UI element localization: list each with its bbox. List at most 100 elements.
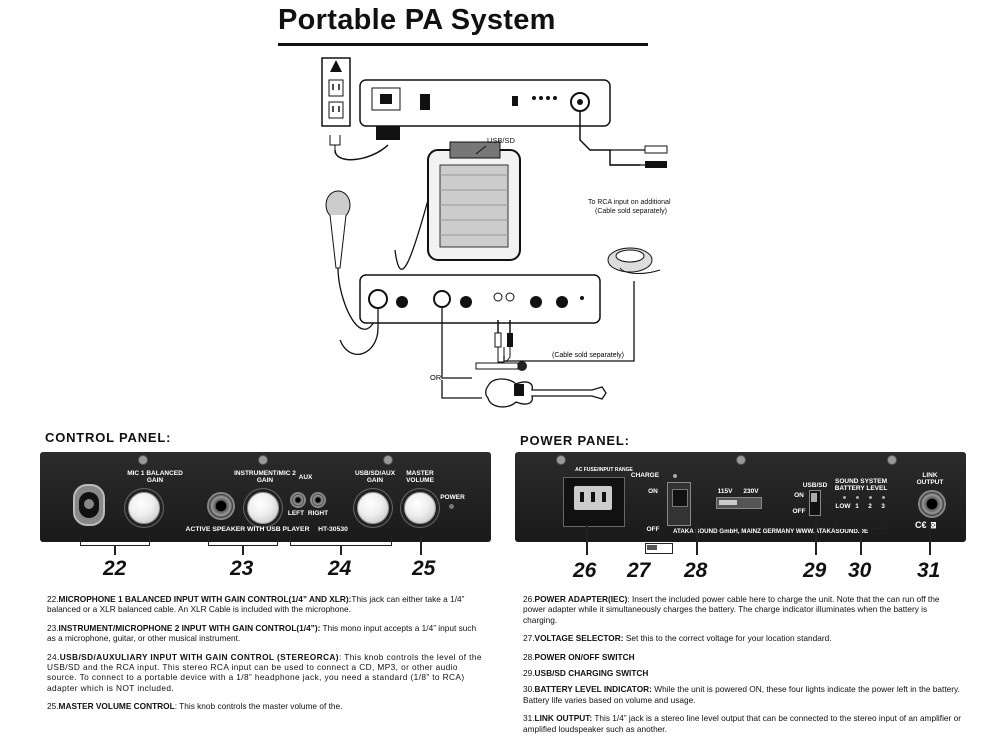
battery-1-label: 1: [855, 503, 859, 510]
callout-number-22: 22: [103, 557, 127, 580]
screw-icon: [887, 455, 897, 465]
charge-label: CHARGE: [630, 472, 660, 479]
ce-mark-icon: C€ ⊠: [915, 520, 937, 530]
battery-led-3: [882, 496, 885, 499]
voltage-selector-detail-icon: [645, 543, 673, 554]
title-underline: [278, 43, 648, 46]
rca-plug-icon: [645, 161, 667, 168]
callout-number-25: 25: [412, 557, 436, 580]
connection-diagram: To RCA input on additional (Cable sold s…: [321, 57, 672, 408]
or-label: OR: [430, 373, 442, 382]
battery-low-label: LOW: [835, 503, 851, 510]
usb-gain-knob[interactable]: [357, 492, 389, 524]
screw-icon: [736, 455, 746, 465]
usb-off-label: OFF: [792, 508, 806, 515]
power-plug-icon: [376, 124, 400, 140]
link-output-label: LINK OUTPUT: [916, 472, 944, 486]
front-panel-drawing: [359, 274, 601, 324]
power-descriptions: 26.POWER ADAPTER(IEC): Insert the includ…: [523, 594, 963, 734]
callout-number-23: 23: [230, 557, 254, 580]
power-led: [449, 504, 454, 509]
rca-note: To RCA input on additional (Cable sold s…: [588, 199, 672, 215]
control-descriptions: 22.MICROPHONE 1 BALANCED INPUT WITH GAIN…: [47, 594, 487, 712]
battery-led-low: [843, 496, 846, 499]
mp3-player-icon: [607, 247, 661, 274]
ac-input-label: AC FUSE/INPUT RANGE: [575, 467, 633, 473]
microphone-icon: [325, 190, 376, 330]
callout-number-30: 30: [848, 559, 872, 582]
description-28: 28.POWER ON/OFF SWITCH: [523, 651, 635, 662]
usb-switch-label: USB/SD: [802, 482, 828, 489]
small-mic-icon: [475, 361, 527, 371]
aux-left-jack[interactable]: [290, 492, 306, 508]
aux-label: AUX: [298, 474, 313, 481]
model-number: HT-30530: [318, 526, 348, 533]
callout-number-29: 29: [803, 559, 827, 582]
battery-led-1: [856, 496, 859, 499]
usb-gain-label: USB/SD/AUX GAIN: [354, 470, 396, 484]
aux-right-jack[interactable]: [310, 492, 326, 508]
description-31: 31.LINK OUTPUT: This 1/4” jack is a ster…: [523, 713, 961, 734]
description-24: 24.USB/SD/AUXULIARY INPUT WITH GAIN CONT…: [47, 651, 482, 693]
control-panel: MIC 1 BALANCED GAIN INSTRUMENT/MIC 2 GAI…: [40, 452, 491, 542]
charge-led: [673, 474, 677, 478]
rear-panel-drawing: [359, 79, 611, 127]
mic1-gain-knob[interactable]: [128, 492, 160, 524]
control-panel-heading: CONTROL PANEL:: [45, 430, 172, 445]
callout-number-28: 28: [684, 559, 708, 582]
callout-number-27: 27: [627, 559, 651, 582]
description-30: 30.BATTERY LEVEL INDICATOR: While the un…: [523, 684, 960, 705]
power-panel: AC FUSE/INPUT RANGE CHARGE ON OFF 115V 2…: [515, 452, 966, 542]
description-22: 22.MICROPHONE 1 BALANCED INPUT WITH GAIN…: [47, 594, 465, 615]
aux-right-label: RIGHT: [307, 510, 329, 517]
iec-power-socket[interactable]: [563, 477, 625, 527]
description-27: 27.VOLTAGE SELECTOR: Set this to the cor…: [523, 633, 832, 644]
callout-number-26: 26: [573, 559, 597, 582]
callout-number-31: 31: [917, 559, 941, 582]
power-switch[interactable]: [667, 482, 691, 526]
speaker-drawing: [427, 141, 521, 261]
rca-note-line1: To RCA input on additional: [588, 199, 671, 206]
power-off-label: OFF: [646, 526, 660, 533]
cable-note: (Cable sold separately): [552, 352, 624, 359]
description-23: 23.INSTRUMENT/MICROPHONE 2 INPUT WITH GA…: [47, 622, 477, 644]
usb-on-label: ON: [794, 492, 804, 499]
voltage-115-label: 115V: [717, 488, 733, 495]
screw-icon: [138, 455, 148, 465]
rca-note-line2: (Cable sold separately): [595, 208, 667, 215]
description-29: 29.USB/SD CHARGING SWITCH: [523, 668, 649, 679]
battery-led-2: [869, 496, 872, 499]
voltage-selector[interactable]: [716, 497, 762, 509]
master-volume-label: MASTER VOLUME: [406, 470, 434, 484]
mic1-combo-jack[interactable]: [73, 484, 105, 526]
company-info: ATAKA SOUND GmbH, MAINZ GERMANY WWW.ATAK…: [673, 528, 869, 535]
wall-outlet-icon: [321, 57, 351, 153]
callout-number-24: 24: [328, 557, 352, 580]
voltage-230-label: 230V: [743, 488, 759, 495]
master-volume-knob[interactable]: [404, 492, 436, 524]
product-strip-text: ACTIVE SPEAKER WITH USB PLAYER: [185, 526, 310, 533]
power-cord: [334, 144, 389, 161]
screw-icon: [383, 455, 393, 465]
usb-sd-label: USB/SD: [487, 136, 516, 145]
link-output-jack[interactable]: [918, 490, 946, 518]
battery-3-label: 3: [881, 503, 885, 510]
screw-icon: [556, 455, 566, 465]
description-25: 25.MASTER VOLUME CONTROL: This knob cont…: [47, 701, 343, 712]
power-label: POWER: [440, 494, 465, 501]
rca-plug-icon: [644, 145, 668, 154]
aux-left-label: LEFT: [287, 510, 305, 517]
description-26: 26.POWER ADAPTER(IEC): Insert the includ…: [523, 594, 940, 625]
page-title: Portable PA System: [278, 4, 556, 36]
battery-level-label: SOUND SYSTEM BATTERY LEVEL: [834, 478, 888, 492]
usb-charging-switch[interactable]: [809, 490, 821, 516]
power-on-label: ON: [648, 488, 658, 495]
instrument-gain-knob[interactable]: [247, 492, 279, 524]
instrument-jack[interactable]: [207, 492, 235, 520]
instrument-gain-label: INSTRUMENT/MIC 2 GAIN: [234, 470, 296, 484]
battery-2-label: 2: [868, 503, 872, 510]
screw-icon: [258, 455, 268, 465]
mic1-gain-label: MIC 1 BALANCED GAIN: [127, 470, 183, 484]
power-panel-heading: POWER PANEL:: [520, 433, 630, 448]
guitar-icon: [485, 378, 607, 408]
